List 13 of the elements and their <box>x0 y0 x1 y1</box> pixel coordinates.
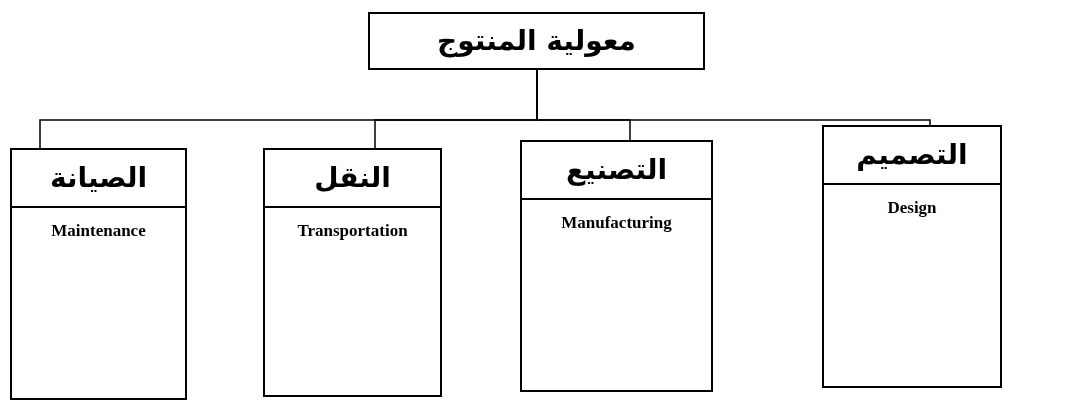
arabic-heading: التصنيع <box>565 156 668 184</box>
arabic-heading: الصيانة <box>49 164 148 192</box>
arabic-heading: النقل <box>314 164 391 192</box>
english-label: Transportation <box>297 220 408 242</box>
category-box <box>10 148 187 400</box>
english-label: Manufacturing <box>561 212 672 234</box>
category-box <box>822 125 1002 388</box>
category-box <box>520 140 713 392</box>
english-label: Maintenance <box>51 220 146 242</box>
english-label: Design <box>887 197 937 219</box>
root-box <box>368 12 705 70</box>
arabic-heading: التصميم <box>856 141 968 169</box>
category-box <box>263 148 442 397</box>
